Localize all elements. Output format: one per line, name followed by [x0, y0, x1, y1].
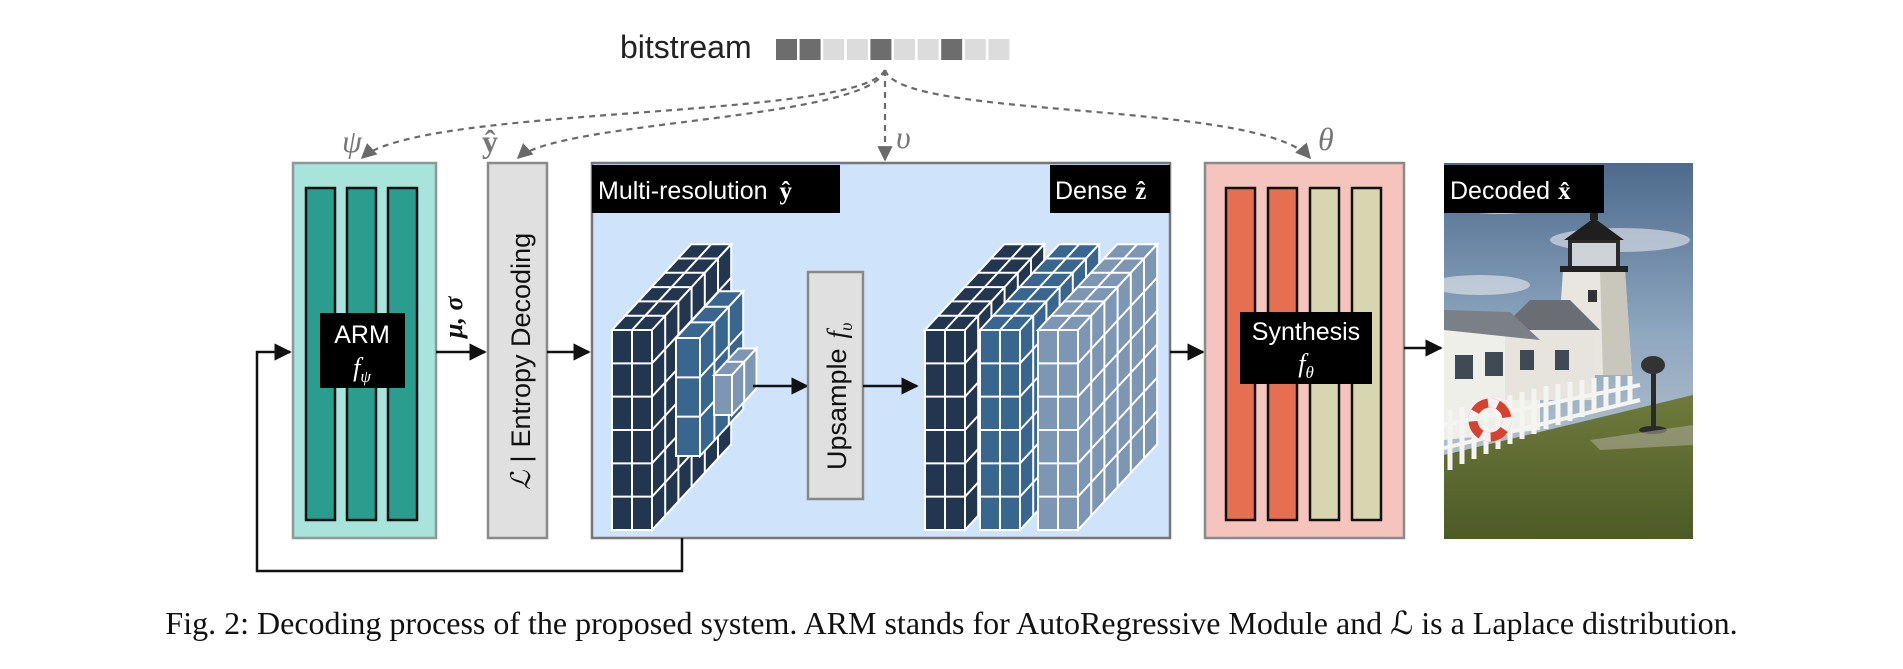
synthesis-fn-sub: θ: [1305, 363, 1313, 382]
multires-cubes: [609, 241, 759, 533]
decoded-label-box: [1444, 165, 1604, 213]
upsample-box: [806, 270, 865, 501]
figure-caption: Fig. 2: Decoding process of the proposed…: [165, 605, 1738, 641]
bitstream-bit: [846, 39, 868, 60]
dense-cube-3: [1035, 241, 1160, 533]
bitstream-label: bitstream: [620, 29, 752, 65]
arm-block: ARM fψ: [291, 161, 438, 540]
bitstream-arrows: [360, 69, 1312, 162]
bitstream-bit: [823, 39, 845, 60]
decoded-label: Decoded x̂: [1450, 177, 1571, 205]
upsilon-label: υ: [896, 119, 911, 155]
bitstream-bit: [776, 39, 797, 60]
synthesis-fn: f: [1298, 349, 1309, 378]
entropy-text: Entropy Decoding: [506, 233, 536, 448]
multires-label-box: [592, 165, 840, 213]
bitstream-bit: [917, 39, 939, 60]
bitstream-bits: [776, 39, 1010, 60]
multires-symbol: ŷ: [780, 178, 793, 205]
y-hat-label: ŷ: [482, 123, 498, 159]
arm-label-box: [320, 313, 405, 388]
upsample-fn-sub: υ: [836, 323, 856, 331]
synthesis-function: fθ: [1298, 349, 1314, 382]
upsample-text: Upsample: [822, 348, 852, 470]
arm-fn-sub: ψ: [360, 367, 371, 386]
theta-label: θ: [1318, 121, 1334, 157]
upsample-fn: f: [822, 327, 852, 338]
entropy-label: ℒ | Entropy Decoding: [506, 233, 536, 490]
entropy-block: ℒ | Entropy Decoding: [486, 161, 549, 540]
arm-title: ARM: [334, 321, 390, 349]
dense-title: Dense: [1055, 177, 1127, 205]
dense-label-box: [1050, 165, 1170, 213]
upsample-label: Upsample fυ: [822, 323, 856, 470]
laplace-symbol: ℒ: [506, 470, 536, 490]
latent-cube-small: [711, 345, 759, 418]
bitstream-bit: [941, 39, 963, 60]
dense-symbol: ẑ: [1135, 178, 1146, 205]
psi-label: ψ: [342, 123, 363, 159]
synthesis-block: Synthesis fθ: [1203, 161, 1406, 540]
bitstream-bit: [799, 39, 821, 60]
arrow-to-synthesis: [883, 69, 1312, 160]
multires-title: Multi-resolution: [598, 177, 768, 205]
entropy-sep: |: [506, 456, 536, 463]
bitstream-bit: [964, 39, 986, 60]
arrow-to-entropy: [516, 69, 887, 160]
synthesis-title: Synthesis: [1252, 318, 1360, 346]
bitstream-bit: [894, 39, 915, 60]
decoded-image: [1444, 163, 1693, 539]
multires-label: Multi-resolution ŷ: [598, 177, 793, 205]
bitstream-bit: [870, 39, 892, 60]
decoded-title: Decoded: [1450, 177, 1550, 205]
bitstream-bit: [988, 39, 1010, 60]
feedback-loop-arrow: [255, 343, 684, 573]
decoded-symbol: x̂: [1558, 178, 1571, 205]
arrow-to-arm: [360, 69, 886, 160]
mu-sigma-label: μ, σ: [439, 296, 468, 340]
synthesis-label-box: [1240, 312, 1372, 384]
arm-fn: f: [353, 353, 364, 382]
arm-function: fψ: [353, 353, 371, 386]
dense-cubes: [922, 241, 1160, 533]
entropy-background: [486, 161, 549, 540]
